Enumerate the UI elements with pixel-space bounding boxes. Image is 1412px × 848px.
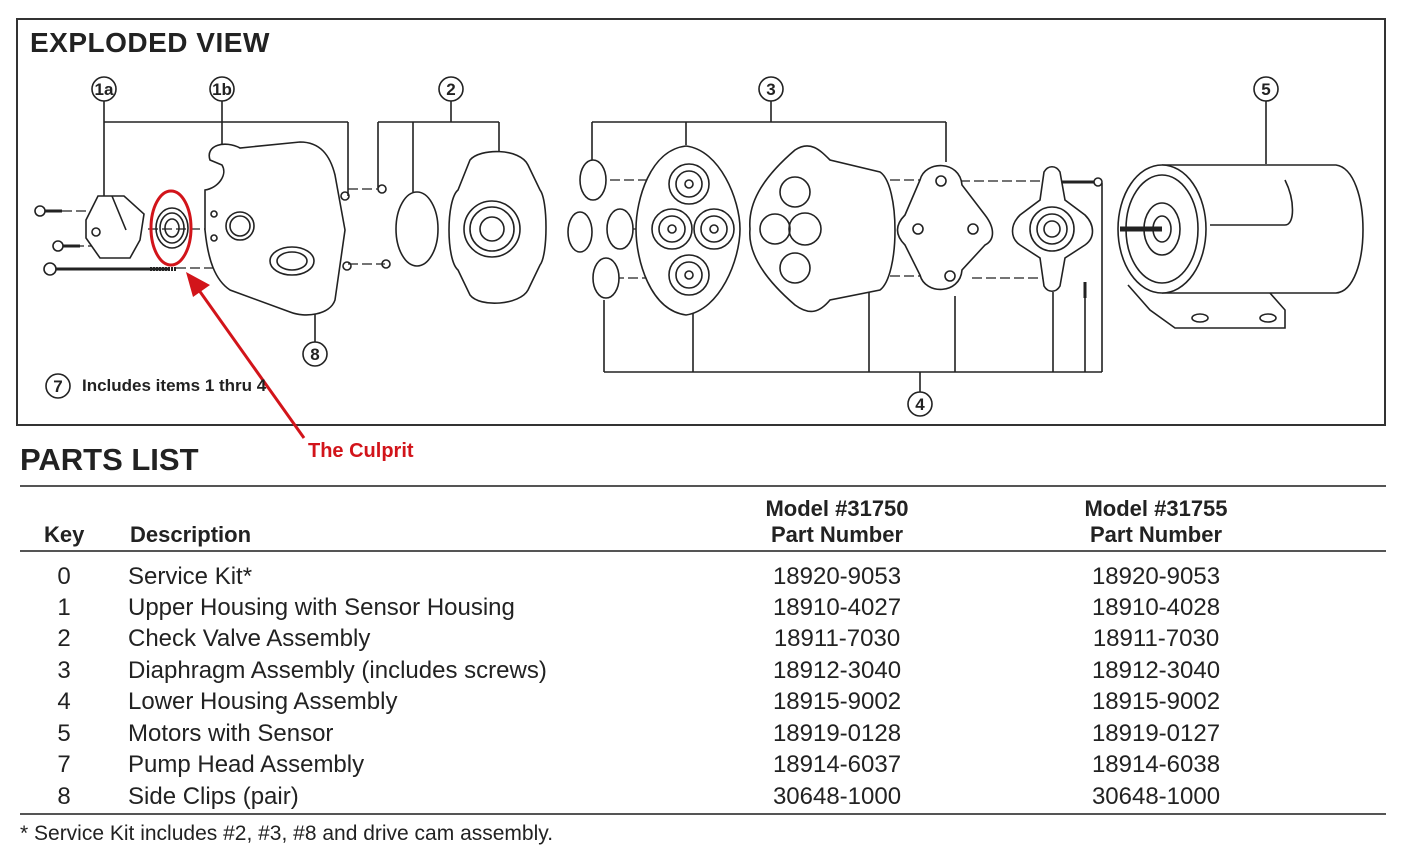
svg-text:1b: 1b — [212, 80, 232, 99]
callout-1b: 1b — [209, 76, 235, 102]
callout-1a: 1a — [91, 76, 117, 102]
culprit-highlight-circle — [149, 189, 193, 267]
svg-text:7: 7 — [53, 377, 62, 396]
row-key: 4 — [57, 688, 71, 715]
svg-text:4: 4 — [915, 395, 925, 414]
row-part-31755: 18920-9053 — [1091, 563, 1221, 590]
part-1b-upper-housing — [204, 141, 352, 316]
table-row: 5 Motors with Sensor 18919-0128 18919-01… — [0, 720, 1412, 751]
callout-8: 8 — [302, 341, 328, 367]
callout-7: 7 — [45, 373, 71, 399]
header-bottom-rule — [20, 550, 1386, 552]
footnote: * Service Kit includes #2, #3, #8 and dr… — [20, 822, 554, 845]
svg-text:3: 3 — [766, 80, 775, 99]
row-part-31750: 18914-6037 — [772, 751, 902, 778]
part-5-motor — [1117, 164, 1364, 329]
leader-lines-1 — [103, 101, 349, 196]
part-3-diaphragm — [567, 145, 741, 316]
exploded-view-title: EXPLODED VIEW — [30, 27, 270, 58]
part-4-lower-housing — [749, 145, 1103, 313]
row-key: 3 — [57, 657, 71, 684]
table-row: 3 Diaphragm Assembly (includes screws) 1… — [0, 657, 1412, 688]
svg-text:2: 2 — [446, 80, 455, 99]
row-description: Side Clips (pair) — [128, 783, 299, 810]
row-part-31755: 18915-9002 — [1091, 688, 1221, 715]
row-description: Diaphragm Assembly (includes screws) — [128, 657, 547, 684]
row-key: 5 — [57, 720, 71, 747]
callout-5: 5 — [1253, 76, 1279, 102]
table-row: 4 Lower Housing Assembly 18915-9002 1891… — [0, 688, 1412, 719]
row-part-31755: 18910-4028 — [1091, 594, 1221, 621]
callout-3: 3 — [758, 76, 784, 102]
part-1a-sensor-housing — [34, 195, 176, 276]
row-description: Lower Housing Assembly — [128, 688, 398, 715]
row-description: Pump Head Assembly — [128, 751, 365, 778]
row-key: 2 — [57, 625, 71, 652]
leader-lines-3 — [591, 101, 947, 162]
row-part-31750: 30648-1000 — [772, 783, 902, 810]
header-model-31750-name: Model #31750 — [765, 496, 909, 521]
row-description: Service Kit* — [128, 563, 253, 590]
culprit-label: The Culprit — [308, 440, 414, 462]
culprit-arrow-shaft — [194, 285, 306, 439]
row-key: 1 — [57, 594, 71, 621]
svg-text:1a: 1a — [95, 80, 114, 99]
includes-note: Includes items 1 thru 4 — [82, 376, 267, 395]
culprit-annotation — [149, 189, 306, 439]
callout-4: 4 — [907, 391, 933, 417]
table-row: 0 Service Kit* 18920-9053 18920-9053 — [0, 563, 1412, 594]
leader-lines-2 — [377, 101, 500, 192]
culprit-arrow-head — [186, 272, 210, 297]
parts-list-title: PARTS LIST — [20, 442, 199, 477]
exploded-view-frame — [16, 18, 1386, 426]
header-description: Description — [130, 522, 252, 547]
row-key: 8 — [57, 783, 71, 810]
culprit-seal — [155, 207, 189, 249]
row-part-31755: 18912-3040 — [1091, 657, 1221, 684]
callout-2: 2 — [438, 76, 464, 102]
header-model-31750-part: Part Number — [770, 522, 904, 547]
table-row: 7 Pump Head Assembly 18914-6037 18914-60… — [0, 751, 1412, 782]
row-part-31755: 18914-6038 — [1091, 751, 1221, 778]
row-key: 0 — [57, 563, 71, 590]
header-model-31755-part: Part Number — [1089, 522, 1223, 547]
row-part-31750: 18910-4027 — [772, 594, 902, 621]
row-part-31750: 18919-0128 — [772, 720, 902, 747]
row-description: Check Valve Assembly — [128, 625, 371, 652]
row-description: Motors with Sensor — [128, 720, 334, 747]
row-key: 7 — [57, 751, 71, 778]
row-part-31755: 18911-7030 — [1092, 625, 1220, 652]
svg-text:5: 5 — [1261, 80, 1270, 99]
row-part-31750: 18915-9002 — [772, 688, 902, 715]
header-model-31755: Model #31755 Part Number — [1036, 496, 1276, 548]
part-2-check-valve — [377, 150, 547, 305]
svg-text:8: 8 — [310, 345, 319, 364]
row-part-31755: 30648-1000 — [1091, 783, 1221, 810]
row-part-31750: 18920-9053 — [772, 563, 902, 590]
table-row: 1 Upper Housing with Sensor Housing 1891… — [0, 594, 1412, 625]
row-part-31750: 18911-7030 — [773, 625, 901, 652]
row-part-31750: 18912-3040 — [772, 657, 902, 684]
table-row: 2 Check Valve Assembly 18911-7030 18911-… — [0, 625, 1412, 656]
leader-lines-4 — [603, 183, 1103, 392]
row-part-31755: 18919-0127 — [1091, 720, 1221, 747]
table-bottom-rule — [20, 813, 1386, 815]
table-row: 8 Side Clips (pair) 30648-1000 30648-100… — [0, 783, 1412, 814]
header-model-31755-name: Model #31755 — [1084, 496, 1228, 521]
header-model-31750: Model #31750 Part Number — [717, 496, 957, 548]
header-key: Key — [44, 522, 85, 547]
row-description: Upper Housing with Sensor Housing — [128, 594, 515, 621]
header-top-rule — [20, 485, 1386, 487]
